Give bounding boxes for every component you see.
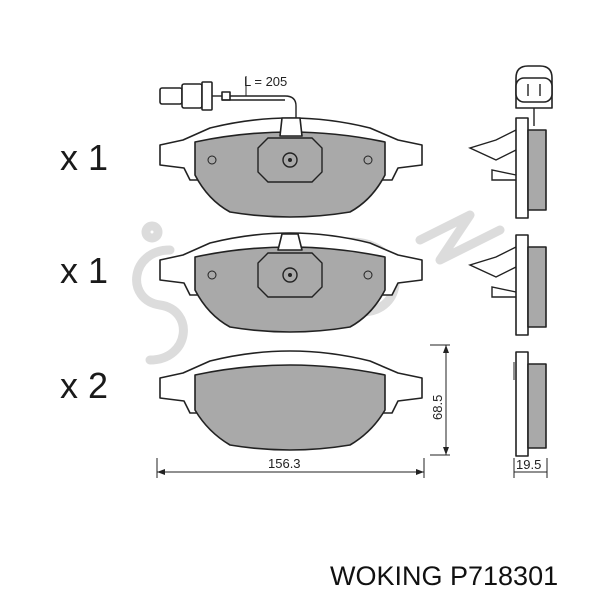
brake-pad-2 <box>159 232 423 333</box>
friction-material <box>194 364 386 451</box>
quantity-label-row-2: x 1 <box>60 250 108 291</box>
sensor-length-label: L = 205 <box>244 74 287 89</box>
side-view-3 <box>513 351 547 457</box>
thickness-dimension-label: 19.5 <box>516 457 541 472</box>
thickness-dimension: 19.5 <box>513 457 548 478</box>
height-dimension: 68.5 <box>430 344 450 456</box>
quantity-label-row-1: x 1 <box>60 137 108 178</box>
part-caption: WOKING P718301 <box>330 561 558 591</box>
height-dimension-label: 68.5 <box>430 395 445 420</box>
side-view-1 <box>468 65 553 219</box>
brake-pad-1: L = 205 <box>159 74 423 218</box>
wear-sensor-connector <box>159 81 297 118</box>
side-view-2 <box>468 234 547 336</box>
width-dimension-label: 156.3 <box>268 456 301 471</box>
brake-pad-3 <box>159 350 423 451</box>
friction-material <box>194 131 386 218</box>
quantity-label-row-3: x 2 <box>60 365 108 406</box>
width-dimension: 156.3 <box>156 456 425 478</box>
friction-material <box>194 246 386 333</box>
